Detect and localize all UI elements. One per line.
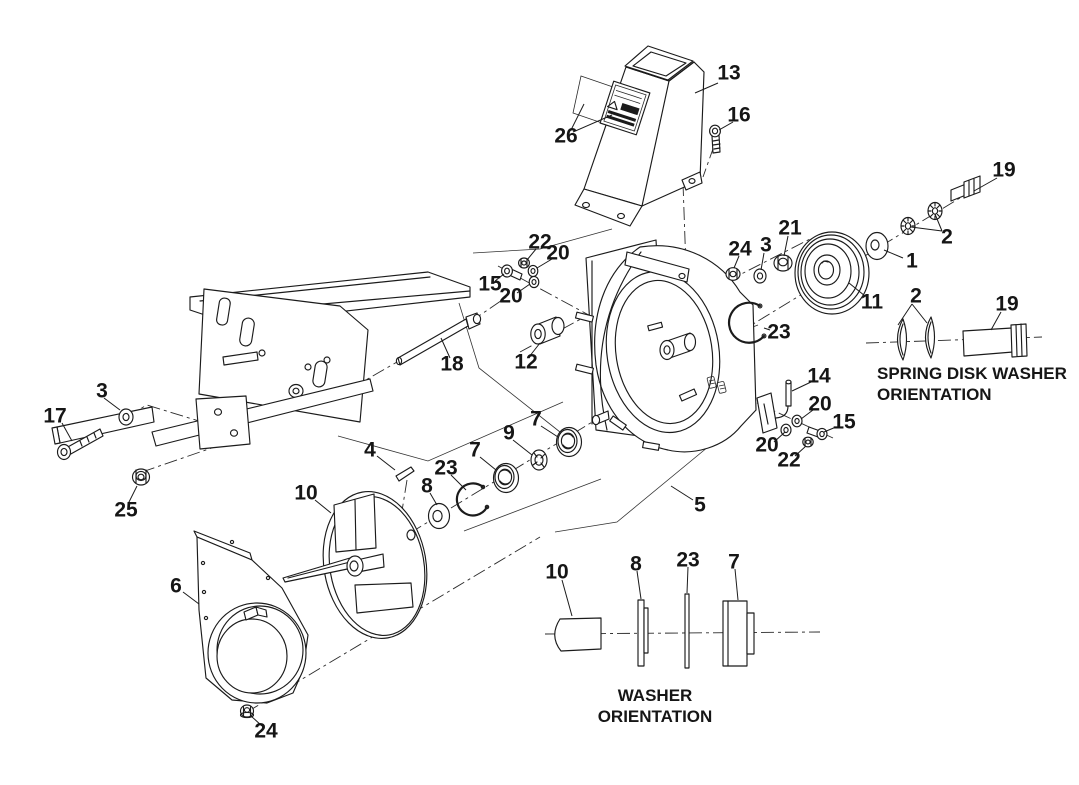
callout-3-right: 3: [760, 233, 772, 257]
callout-23-right: 23: [767, 320, 791, 344]
spring-washer-2b: [927, 201, 943, 221]
washer-orientation-inset: [554, 593, 755, 669]
callout-6: 6: [170, 574, 182, 598]
callout-2-inset: 2: [910, 284, 922, 308]
washer-20-mid-b: [528, 275, 540, 289]
callout-16: 16: [727, 103, 751, 127]
nut-24-bottom: [239, 704, 255, 719]
callout-26: 26: [554, 124, 578, 148]
caption-line: SPRING DISK WASHER: [877, 364, 1067, 383]
caption-line: ORIENTATION: [597, 707, 713, 726]
callout-14: 14: [807, 364, 831, 388]
retaining-ring-23-right: [727, 301, 767, 344]
nut-21: [773, 254, 793, 272]
callout-2-top: 2: [941, 225, 953, 249]
callout-15-mid: 15: [478, 272, 502, 296]
callout-7-inset: 7: [728, 550, 740, 574]
blower-housing-5: [574, 239, 757, 453]
callout-19-top: 19: [992, 158, 1016, 182]
callout-3-left: 3: [96, 379, 108, 403]
bearing-7-chain1: [492, 462, 520, 494]
rod-18: [395, 312, 482, 366]
callout-7-chain1: 7: [469, 438, 481, 462]
leader-lines: [61, 82, 1002, 727]
washer-3-left: [118, 408, 134, 426]
callout-17: 17: [43, 404, 67, 428]
bolt-15-right: [806, 426, 828, 441]
spring-washer-2a: [900, 216, 916, 236]
washer-3-right: [753, 268, 767, 284]
nut-25: [131, 468, 151, 486]
spring-disk-washer-orientation-caption: SPRING DISK WASHER ORIENTATION: [877, 363, 1067, 405]
bolt-15-mid: [501, 264, 523, 281]
callout-22-mid: 22: [528, 230, 552, 254]
washer-8: [427, 502, 451, 530]
callout-8-inset: 8: [630, 552, 642, 576]
callout-4: 4: [364, 438, 376, 462]
nut-24-right: [725, 267, 741, 281]
washer-1: [865, 231, 889, 261]
callout-15-right: 15: [832, 410, 856, 434]
callout-25: 25: [114, 498, 138, 522]
callout-9: 9: [503, 421, 515, 445]
callout-20-m2: 20: [499, 284, 523, 308]
warning-label-26: [572, 75, 651, 136]
bolt-19-top: [950, 175, 981, 202]
callout-7-chain2: 7: [530, 407, 542, 431]
housing-6: [193, 530, 309, 704]
washer-9: [530, 449, 548, 471]
nut-22-right: [802, 436, 814, 448]
bearing-7-chain2: [555, 426, 583, 458]
impeller-10: [282, 491, 428, 639]
callout-23-chain: 23: [434, 456, 458, 480]
caption-line: WASHER: [617, 686, 693, 705]
callout-20-r2: 20: [755, 433, 779, 457]
callout-18: 18: [440, 352, 464, 376]
callout-11: 11: [860, 290, 884, 314]
callout-10-impeller: 10: [294, 481, 318, 505]
callout-12: 12: [514, 350, 538, 374]
callout-20-m1: 20: [546, 241, 570, 265]
chute-13: [574, 45, 705, 227]
callout-24-right: 24: [728, 237, 752, 261]
callout-8-chain: 8: [421, 474, 433, 498]
callout-1: 1: [906, 249, 918, 273]
washer-20-right-a: [791, 414, 803, 428]
callout-21: 21: [778, 216, 802, 240]
callout-5: 5: [694, 493, 706, 517]
callout-13: 13: [717, 61, 741, 85]
caption-line: ORIENTATION: [877, 385, 992, 404]
retaining-ring-23-chain: [455, 482, 490, 517]
spring-disk-washer-inset: [896, 316, 1028, 361]
callout-10-inset: 10: [545, 560, 569, 584]
callout-23-inset: 23: [676, 548, 700, 572]
pulley-11: [794, 231, 870, 315]
washer-orientation-caption: WASHER ORIENTATION: [560, 685, 750, 727]
callout-22-right: 22: [777, 448, 801, 472]
callout-24-bottom: 24: [254, 719, 278, 743]
bracket-14: [756, 379, 792, 434]
spacer-12: [530, 316, 565, 345]
callout-20-r1: 20: [808, 392, 832, 416]
callout-19-inset: 19: [995, 292, 1019, 316]
bolt-17: [56, 428, 104, 461]
bolt-16: [709, 124, 721, 154]
key-4: [395, 466, 415, 482]
frame-weldment: [51, 271, 471, 450]
washer-20-mid-a: [527, 264, 539, 278]
nut-22-mid: [518, 257, 530, 269]
